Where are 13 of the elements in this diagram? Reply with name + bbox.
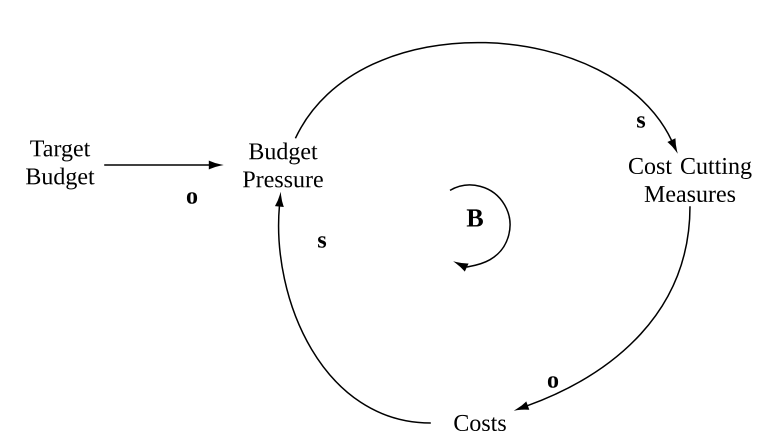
variable-label: Target Budget [26,140,95,190]
arrow [516,206,691,410]
variable-label: Budget Pressure [243,142,323,188]
arrow [104,160,221,170]
arrow [294,42,677,151]
variable-label: Cost Cutting Measures [628,158,752,202]
polarity-label: s [318,236,326,248]
polarity-label: s [637,116,646,128]
polarity-label: o [548,376,558,388]
loop-label: B [466,209,483,227]
variable-label: Costs [454,414,506,432]
arrow [275,194,431,424]
polarity-label: o [186,192,198,204]
